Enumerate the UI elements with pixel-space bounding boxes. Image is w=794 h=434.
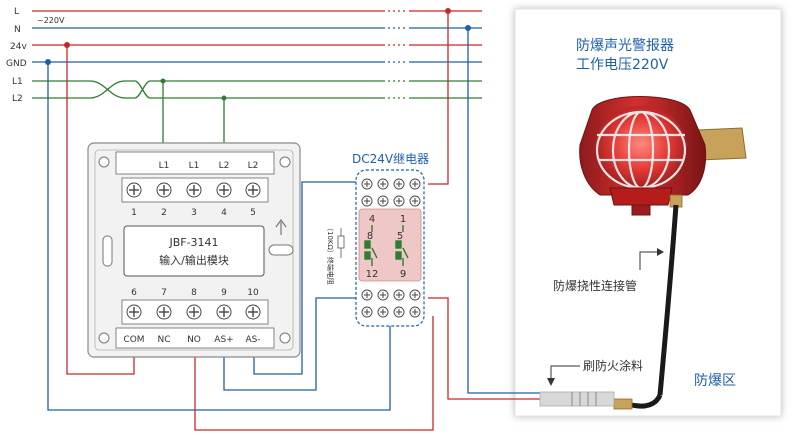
- module-top-wires: [162, 81, 225, 145]
- bus-gap-dots: [388, 10, 406, 99]
- bottom-label-as-plus: AS+: [214, 335, 233, 345]
- bottom-label-as-minus: AS-: [245, 335, 260, 345]
- explosion-proof-alarm: [579, 96, 747, 216]
- contact-num-4: 4: [369, 214, 375, 225]
- top-num-3: 3: [191, 208, 197, 218]
- junction-dots: [45, 8, 471, 101]
- contact-num-5: 5: [397, 231, 403, 242]
- bus-label-n: N: [14, 25, 21, 35]
- bottom-num-8: 8: [191, 288, 197, 298]
- relay-contact-panel: [358, 208, 422, 282]
- relay-contacts: [364, 225, 409, 266]
- bottom-label-com: COM: [123, 335, 144, 345]
- zone-label: 防爆区: [694, 373, 736, 389]
- bottom-num-6: 6: [131, 288, 137, 298]
- top-num-1: 1: [131, 208, 137, 218]
- bottom-num-10: 10: [247, 288, 259, 298]
- top-num-2: 2: [161, 208, 167, 218]
- alarm-title-line1: 防爆声光警报器: [576, 38, 674, 54]
- left-slot: [102, 235, 113, 267]
- bus-label-l: L: [14, 7, 19, 17]
- contact-num-8: 8: [367, 231, 373, 242]
- coating-arrow-icon: [547, 378, 555, 386]
- contact-num-1: 1: [400, 214, 406, 225]
- top-label-strip: [115, 151, 275, 175]
- bottom-label-no: NO: [187, 335, 201, 345]
- bottom-num-9: 9: [221, 288, 227, 298]
- contact-num-12: 12: [366, 269, 379, 280]
- pipe-pointer: [639, 251, 662, 270]
- top-label-3: L1: [189, 161, 200, 171]
- bus-lines: [32, 10, 482, 99]
- alarm-title-line2: 工作电压220V: [576, 57, 669, 73]
- resistor-label: （10KΩ）终端电阻: [326, 224, 335, 285]
- flexible-conduit: [539, 204, 679, 410]
- bottom-terminals: [121, 299, 269, 325]
- top-num-4: 4: [221, 208, 227, 218]
- dc24v-relay: DC24V继电器 4 1 8 5 12 9: [352, 152, 429, 327]
- top-label-5: L2: [248, 161, 259, 171]
- pipe-label: 防爆挠性连接管: [553, 278, 637, 293]
- top-label-4: L2: [219, 161, 230, 171]
- up-arrow-icon: [275, 218, 287, 235]
- voltage-note: ~220V: [37, 16, 65, 25]
- module-nameplate: [123, 225, 265, 277]
- top-label-2: L1: [159, 161, 170, 171]
- bottom-label-strip: [115, 327, 275, 349]
- module-model: JBF-3141: [168, 236, 218, 249]
- pipe-arrow-icon: [657, 248, 664, 256]
- relay-title: DC24V继电器: [352, 152, 429, 166]
- relay-top-terminals: [361, 178, 421, 207]
- alarm-wires: [428, 11, 540, 400]
- bus-label-l2: L2: [12, 94, 23, 104]
- right-slot: [268, 244, 294, 256]
- io-module: L1 L1 L2 L2 1 2 3 4 5 JBF-3141 输入/输出模块: [87, 142, 301, 358]
- contact-num-9: 9: [400, 269, 406, 280]
- terminal-resistor: （10KΩ）终端电阻: [326, 224, 345, 285]
- bus-label-24v: 24v: [10, 42, 27, 52]
- coating-label: 刷防火涂料: [583, 358, 643, 373]
- bottom-label-nc: NC: [157, 335, 170, 345]
- bus-label-gnd: GND: [6, 59, 27, 69]
- bus-label-l1: L1: [12, 77, 23, 87]
- top-terminals: [121, 177, 269, 203]
- module-name: 输入/输出模块: [159, 253, 229, 267]
- top-num-5: 5: [250, 208, 256, 218]
- power-wires: [47, 45, 434, 431]
- bottom-num-7: 7: [161, 288, 167, 298]
